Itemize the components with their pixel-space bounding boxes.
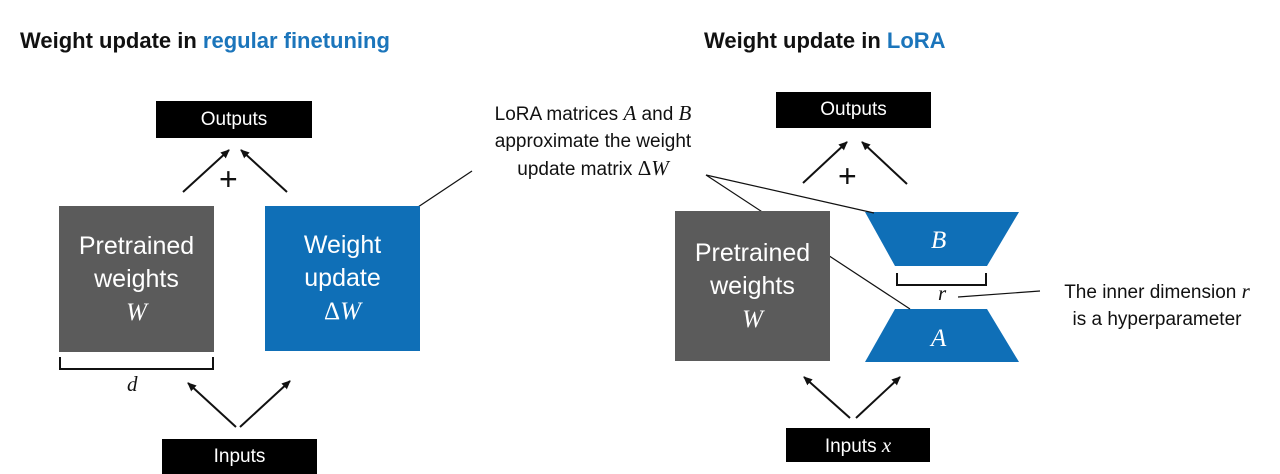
plus-sign: + [219,161,238,197]
title-lora: Weight update in LoRA [704,28,946,54]
matrix-a-shape [865,309,1019,362]
title-highlight: regular finetuning [202,28,390,53]
update-label-line1: Weight [303,231,382,259]
pretrained-weights-box: Pretrained weights W [59,206,214,352]
arrow-inputs-to-pretrained [187,382,237,428]
title-prefix: Weight update in [704,28,887,53]
outputs-box: Outputs [156,101,312,138]
arrow-update-to-outputs [240,149,288,193]
pretrained-weights-box-lora: Pretrained weights W [675,211,830,361]
pretrained-symbol: W [126,298,147,326]
inputs-label: Inputs [213,446,266,467]
matrix-b-label: B [931,227,947,254]
plus-sign-lora: + [838,158,857,194]
arrow-pretrained-to-outputs [182,149,230,193]
w-symbol: W [340,298,361,325]
dimension-bracket-d [59,357,214,370]
delta-symbol: Δ [324,298,341,325]
lora-matrices-note: LoRA matrices A and B approximate the we… [462,100,724,183]
title-highlight: LoRA [886,28,946,53]
inner-note-line2: is a hyperparameter [1072,309,1242,330]
update-label-line2: update [304,264,381,292]
title-prefix: Weight update in [20,28,203,53]
inputs-box-lora: Inputs x [786,428,930,462]
arrow-b-to-outputs [861,141,908,185]
pretrained-label-line1: Pretrained [78,231,195,260]
rank-label-r: r [938,281,947,305]
callout-line-weight-update [414,170,473,210]
dimension-label-d: d [127,372,138,396]
arrow-inputs-to-update [239,380,291,428]
callout-line-inner-dimension [957,290,1041,298]
title-regular-finetuning: Weight update in regular finetuning [20,28,390,54]
note-line1: LoRA matrices A and B [494,101,692,125]
inner-note-line1: The inner dimension r [1064,279,1250,303]
update-symbol: ΔW [324,295,361,328]
arrow-inputs-to-a [855,376,901,419]
weight-update-box: Weight update ΔW [265,206,420,351]
matrix-b-shape [865,212,1019,266]
matrix-a-label: A [931,325,947,352]
connector-layer [59,141,1041,428]
pretrained-label-line1: Pretrained [694,238,811,267]
pretrained-symbol: W [742,305,763,333]
inputs-label: Inputs x [824,432,892,457]
callout-line-to-b [705,174,875,214]
arrow-pretrained-to-outputs-lora [802,141,848,184]
pretrained-label-line2: weights [710,271,795,300]
outputs-label: Outputs [200,108,268,130]
arrow-inputs-to-pretrained-lora [803,376,851,419]
dimension-bracket-r [896,273,987,286]
outputs-label: Outputs [820,99,887,120]
inner-dimension-note: The inner dimension r is a hyperparamete… [1042,278,1272,333]
note-line2: approximate the weight [494,131,692,152]
note-line3: update matrix ΔW [517,156,669,180]
pretrained-label-line2: weights [94,264,179,293]
outputs-box-lora: Outputs [776,92,931,128]
